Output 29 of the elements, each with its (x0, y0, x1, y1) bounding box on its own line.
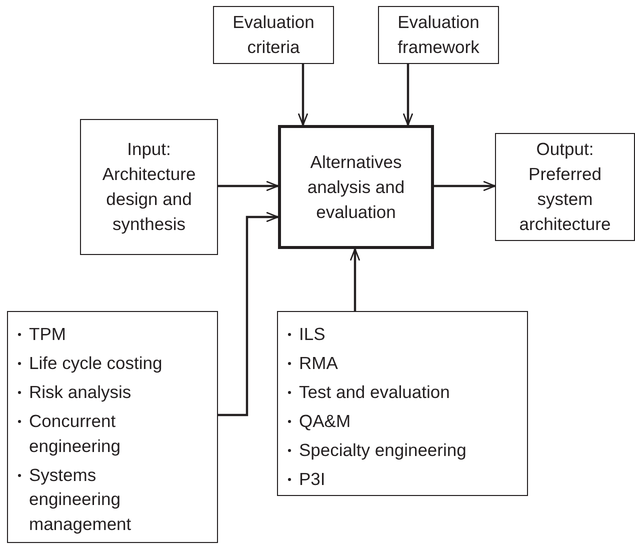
list-box (277, 311, 528, 496)
arrow (218, 180, 279, 192)
arrow (298, 64, 308, 126)
box-label: Alternatives analysis and evaluation (306, 150, 406, 224)
bullet-item: Test and evaluation (286, 380, 450, 404)
bullet-item: QA&M (286, 409, 351, 434)
bullet-item: Life cycle costing (16, 351, 162, 376)
bullet-item: RMA (286, 351, 338, 376)
bullet-item: ILS (286, 322, 326, 346)
arrow (434, 180, 496, 192)
bullet-item: Risk analysis (16, 380, 132, 404)
bullet-item: Concurrent engineering (16, 409, 179, 458)
bullet-item: Systems engineering management (16, 462, 179, 536)
box-label: Evaluation framework (396, 11, 480, 59)
box-label: Input: Architecture design and synthesis (101, 138, 197, 236)
bullet-item: P3I (286, 467, 326, 492)
bullet-item: Specialty engineering (286, 438, 466, 462)
input-box (213, 6, 334, 64)
arrow (218, 212, 279, 416)
arrow (350, 248, 360, 311)
process-box (278, 125, 434, 249)
input-box (378, 6, 499, 64)
bullet-item: TPM (16, 322, 66, 346)
arrow (402, 64, 414, 126)
input-box (495, 133, 635, 241)
box-label: Output: Preferred system architecture (518, 138, 612, 236)
input-box (80, 119, 218, 255)
box-label: Evaluation criteria (232, 11, 316, 59)
list-box (7, 311, 218, 543)
